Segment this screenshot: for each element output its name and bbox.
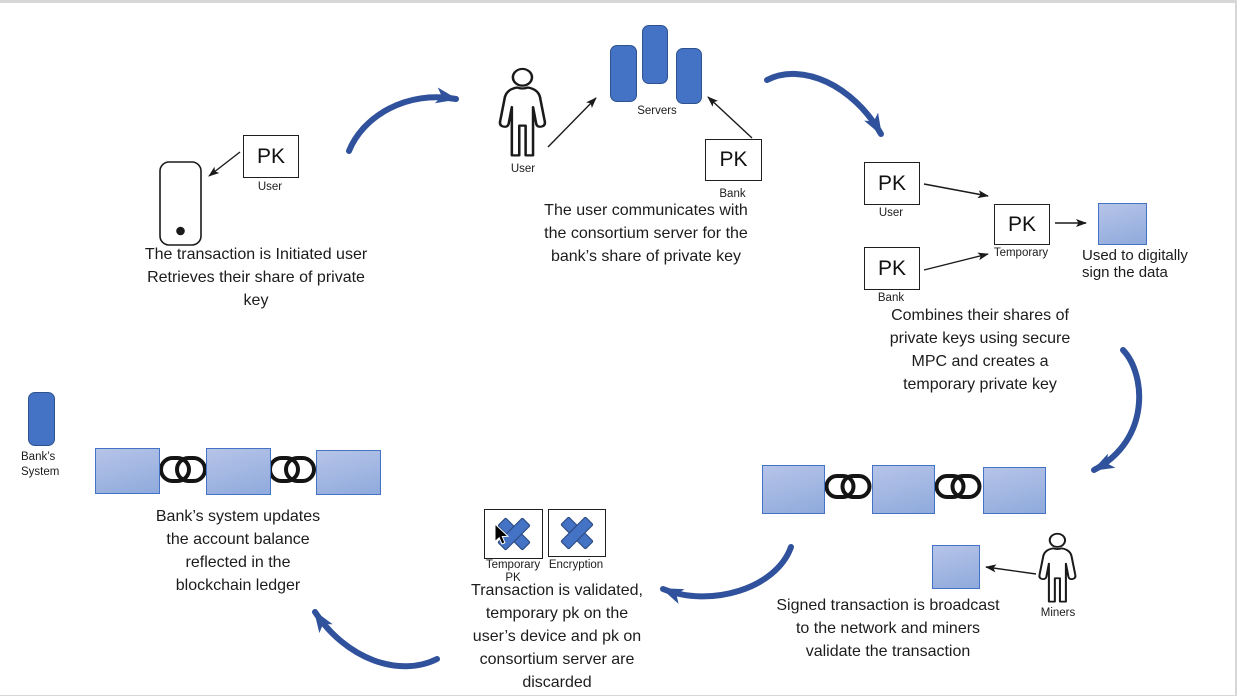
- server-bar-icon: [642, 25, 668, 84]
- curved-arrow-step3-to-step4: [1091, 347, 1143, 473]
- pk-box-user-share: PK: [864, 162, 920, 205]
- arrow-user-to-servers: [547, 97, 597, 148]
- step6-description: Bank’s system updates the account balanc…: [155, 508, 321, 594]
- pk-label: PK: [256, 144, 285, 168]
- signed-data-block: [1098, 203, 1147, 245]
- miners-caption: Miners: [1040, 607, 1076, 619]
- discard-encryption-box: [548, 509, 606, 557]
- pk-temporary-caption: Temporary: [993, 247, 1049, 259]
- step3-description: Combines their shares of private keys us…: [889, 307, 1071, 393]
- user-person-icon: [498, 67, 547, 157]
- pk-box-bank-share: PK: [705, 139, 762, 181]
- chain-link-icon: [159, 456, 207, 483]
- pk-user-share-caption: User: [878, 207, 904, 219]
- validated-block: [932, 545, 980, 589]
- server-bar-icon: [610, 45, 637, 102]
- arrow-userpk-to-temppk: [923, 183, 989, 199]
- arrow-pk-to-phone: [208, 151, 241, 177]
- chain-link-icon: [824, 474, 872, 499]
- curved-arrow-step5-to-step6: [312, 609, 440, 670]
- bank-system-shape: [28, 392, 55, 446]
- curved-arrow-step1-to-step2: [346, 87, 459, 154]
- step5-description: Transaction is validated, temporary pk o…: [471, 582, 643, 691]
- pk-box-user-device: PK: [243, 135, 299, 178]
- server-bar-icon: [676, 48, 702, 104]
- arrow-miners-to-block: [985, 564, 1037, 575]
- pk-label: PK: [1007, 212, 1036, 236]
- phone-icon: [159, 161, 202, 246]
- step2-description: The user communicates with the consortiu…: [544, 202, 748, 265]
- x-discard-icon: [497, 517, 530, 551]
- blockchain-block: [762, 465, 825, 514]
- curved-arrow-step2-to-step3: [764, 70, 884, 137]
- blockchain-block: [983, 467, 1046, 514]
- pk-bank-share-caption: Bank: [877, 292, 905, 304]
- chain-link-icon: [268, 456, 316, 483]
- curved-arrow-step4-to-step5: [660, 544, 794, 604]
- pk-bank-caption: Bank: [719, 188, 746, 200]
- step4-description: Signed transaction is broadcast to the n…: [776, 597, 1000, 660]
- blockchain-block: [316, 450, 381, 495]
- window-right-edge: [1235, 0, 1237, 696]
- pk-label: PK: [877, 256, 906, 280]
- encryption-caption: Encryption: [548, 559, 604, 571]
- pk-label: PK: [719, 148, 748, 171]
- arrow-bankpk-to-servers: [707, 96, 753, 139]
- x-discard-icon: [560, 516, 594, 550]
- chain-link-icon: [934, 474, 982, 499]
- blockchain-block: [872, 465, 935, 514]
- pk-label: PK: [877, 171, 906, 195]
- pk-user-caption: User: [257, 181, 283, 193]
- user-caption: User: [510, 163, 536, 175]
- bank-system-caption: Bank’s System: [21, 451, 60, 478]
- step1-description: The transaction is Initiated user Retrie…: [144, 246, 368, 309]
- pk-box-bank-share2: PK: [864, 247, 920, 290]
- temp-pk-caption: Temporary PK: [485, 559, 541, 584]
- pk-box-temporary: PK: [994, 204, 1050, 245]
- window-top-edge: [0, 0, 1237, 3]
- sign-data-caption: Used to digitally sign the data: [1082, 247, 1188, 281]
- blockchain-block: [95, 448, 160, 494]
- discard-temp-pk-box: [484, 509, 543, 559]
- servers-caption: Servers: [637, 105, 677, 117]
- blockchain-block: [206, 448, 271, 495]
- miners-person-icon: [1038, 532, 1077, 603]
